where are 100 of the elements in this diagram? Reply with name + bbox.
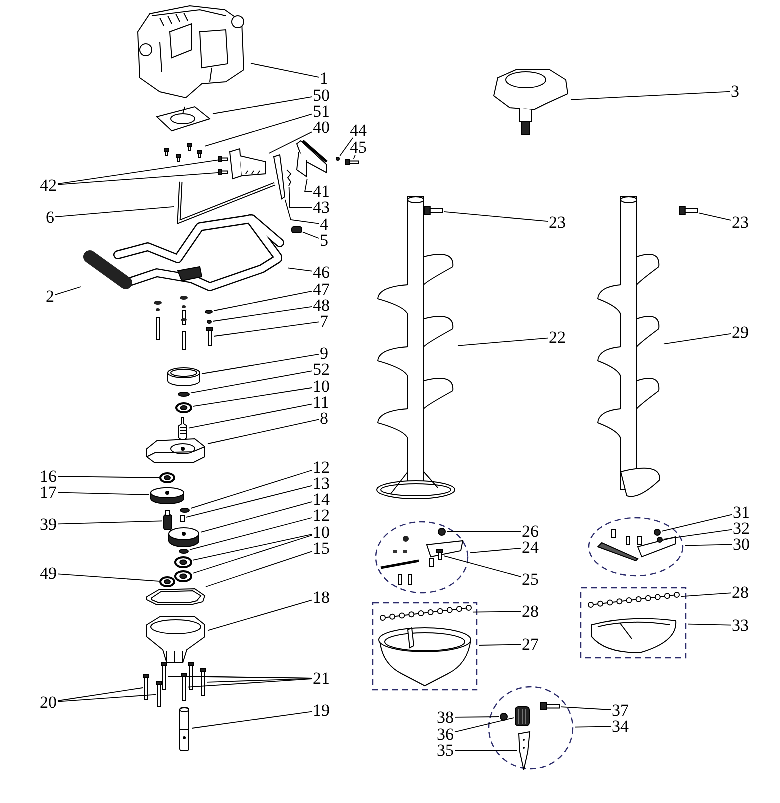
- nut-drawing: [500, 713, 508, 721]
- leader-line: [444, 211, 548, 222]
- callout-number: 42: [40, 177, 57, 194]
- dashed-group-outline: [580, 587, 687, 659]
- washer-drawing: [205, 310, 213, 314]
- callout-number: 52: [313, 361, 330, 378]
- callout-number: 3: [731, 83, 740, 100]
- gear-drawing: [168, 527, 200, 547]
- callout-number: 35: [437, 742, 454, 759]
- washer-drawing: [657, 537, 663, 543]
- bolt-drawing: [189, 663, 194, 690]
- callout-number: 33: [732, 617, 749, 634]
- callout-number: 1: [320, 70, 328, 87]
- leader-line: [188, 404, 312, 429]
- drive-shaft-drawing: [178, 708, 191, 751]
- screw-drawing: [680, 207, 698, 215]
- leader-line: [192, 711, 312, 729]
- leader-line: [190, 370, 312, 394]
- bearing-drawing: [160, 577, 175, 587]
- washer-drawing: [207, 320, 212, 324]
- lever-drawing: [272, 155, 286, 199]
- leader-line: [194, 676, 312, 679]
- leader-line: [192, 535, 312, 574]
- callout-number: 28: [522, 603, 539, 620]
- bolt-drawing: [144, 675, 149, 700]
- callout-number: 23: [732, 214, 749, 231]
- leader-line: [208, 600, 312, 632]
- auger-drawing: [375, 197, 457, 502]
- callout-number: 13: [313, 475, 330, 492]
- bolt-drawing: [182, 674, 187, 701]
- bearing-drawing: [160, 473, 175, 483]
- leader-line: [560, 706, 612, 710]
- chain-drawing: [380, 605, 472, 621]
- bolt-drawing: [207, 328, 213, 346]
- bearing-drawing: [176, 403, 192, 413]
- leader-line: [454, 716, 500, 718]
- bearing-drawing: [175, 557, 192, 568]
- callout-number: 7: [320, 313, 328, 330]
- washer-drawing: [178, 392, 190, 397]
- leader-line: [268, 132, 312, 154]
- callout-number: 14: [313, 491, 330, 508]
- leader-line: [190, 470, 312, 510]
- gear-drawing: [150, 487, 185, 504]
- callout-number: 40: [313, 119, 330, 136]
- nut-drawing: [654, 529, 661, 536]
- callout-number: 49: [40, 565, 57, 582]
- gearbox-cover-drawing: [145, 437, 207, 465]
- leader-line: [353, 154, 356, 160]
- callout-number: 32: [733, 520, 750, 537]
- spring-drawing: [286, 170, 292, 186]
- screw-drawing: [346, 160, 359, 165]
- leader-line: [58, 688, 144, 702]
- leader-line: [192, 388, 312, 408]
- bolt-drawing: [157, 682, 162, 707]
- leader-line: [284, 200, 320, 224]
- callout-number: 12: [313, 507, 330, 524]
- washer-drawing: [179, 549, 189, 554]
- leader-line: [574, 726, 612, 728]
- leader-line: [208, 419, 320, 444]
- leader-line: [472, 611, 522, 613]
- leader-line: [204, 114, 312, 147]
- leader-line: [302, 232, 320, 239]
- callout-number: 9: [320, 345, 328, 362]
- leader-line: [340, 138, 354, 156]
- leader-line: [58, 492, 150, 496]
- callout-number: 50: [313, 87, 330, 104]
- leader-line: [200, 502, 312, 533]
- callout-number: 17: [40, 484, 57, 501]
- callout-number: 28: [732, 584, 749, 601]
- ball-drawing: [336, 157, 340, 161]
- leader-line: [250, 63, 320, 78]
- callout-number: 16: [40, 468, 57, 485]
- leader-line: [288, 268, 312, 272]
- bolt-drawing: [201, 669, 206, 696]
- callout-number: 37: [612, 702, 629, 719]
- callout-number: 47: [313, 281, 330, 298]
- ring-drawing: [167, 367, 201, 387]
- dashed-group-outline: [588, 517, 684, 577]
- leader-line: [664, 529, 732, 540]
- callout-number: 30: [733, 536, 750, 553]
- callout-number: 11: [313, 394, 330, 411]
- leader-line: [454, 750, 518, 752]
- leader-line: [478, 644, 522, 646]
- rod-drawing: [175, 180, 277, 225]
- leader-line: [688, 624, 732, 626]
- callout-number: 19: [313, 702, 330, 719]
- callout-number: 6: [46, 209, 54, 226]
- dashed-group-outline: [372, 602, 478, 691]
- mount-plate-drawing: [155, 105, 212, 133]
- callout-number: 43: [313, 199, 330, 216]
- callout-number: 51: [313, 103, 330, 120]
- leader-line: [55, 206, 174, 218]
- callout-number: 36: [437, 726, 454, 743]
- leader-line: [202, 354, 320, 374]
- leader-line: [214, 322, 320, 337]
- bolt-drawing: [162, 663, 167, 690]
- callout-number: 12: [313, 459, 330, 476]
- screw-drawing: [219, 157, 228, 162]
- leader-line: [288, 186, 312, 208]
- callout-number: 4: [320, 216, 328, 233]
